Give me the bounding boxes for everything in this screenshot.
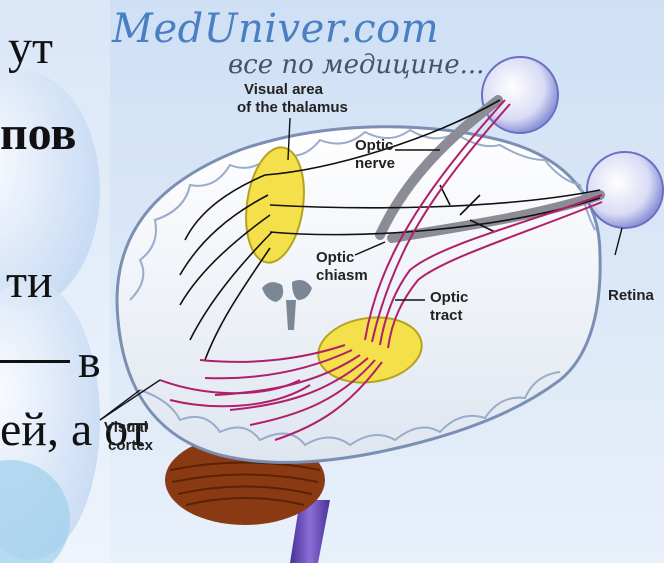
label-optic-nerve-line2: nerve: [355, 155, 395, 172]
label-visual-area-line1: Visual area: [244, 81, 324, 98]
label-optic-chiasm-line2: chiasm: [316, 267, 368, 284]
label-visual-cortex-line1: Visual: [104, 419, 148, 436]
brain-section: [117, 127, 600, 463]
watermark-site: MedUniver.com: [112, 6, 439, 52]
label-optic-nerve-line1: Optic: [355, 137, 393, 154]
label-visual-cortex-line2: cortex: [108, 437, 154, 454]
watermark-tagline: все по медицине...: [228, 50, 484, 80]
label-optic-chiasm-line1: Optic: [316, 249, 354, 266]
label-optic-tract-line1: Optic: [430, 289, 468, 306]
label-optic-tract-line2: tract: [430, 307, 463, 324]
label-retina: Retina: [608, 287, 655, 304]
label-visual-area-line2: of the thalamus: [237, 99, 348, 116]
